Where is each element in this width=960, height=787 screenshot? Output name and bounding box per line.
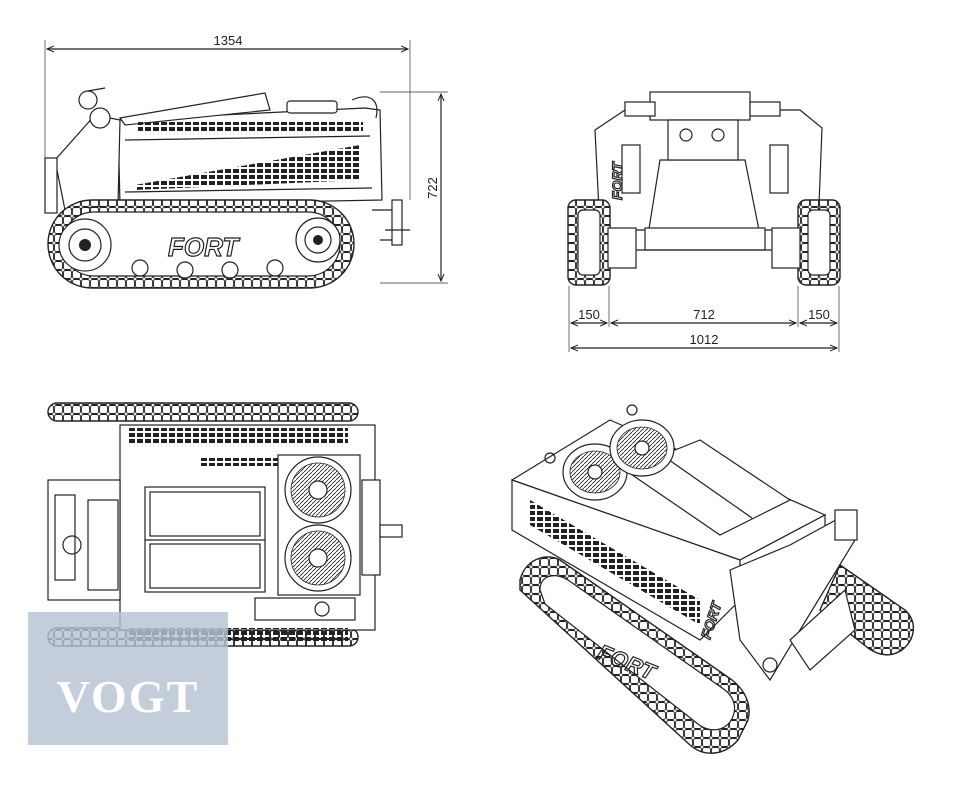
side-view: 1354 722 xyxy=(44,33,448,289)
dim-front-left: 150 xyxy=(578,307,600,322)
isometric-view: FORT FORT xyxy=(510,404,914,754)
front-logo: FORT xyxy=(609,161,625,200)
front-dimensions: 150 712 150 1012 xyxy=(568,286,840,352)
watermark-text: VOGT xyxy=(57,671,200,722)
top-view xyxy=(47,402,403,647)
iso-body: FORT xyxy=(510,404,858,682)
dim-side-length: 1354 xyxy=(214,33,243,48)
watermark-box xyxy=(28,612,228,745)
top-body xyxy=(47,424,403,642)
watermark: VOGT xyxy=(28,612,228,745)
dim-front-total: 1012 xyxy=(690,332,719,347)
iso-track-far xyxy=(819,563,914,656)
dimension-height: 722 xyxy=(380,91,448,284)
top-track-upper xyxy=(47,402,359,422)
dim-front-right: 150 xyxy=(808,307,830,322)
front-view: FORT 150 712 150 1012 xyxy=(567,91,841,352)
side-track: FORT xyxy=(47,199,355,289)
side-body xyxy=(44,87,410,246)
dimension-length: 1354 xyxy=(44,33,411,200)
dim-front-center: 712 xyxy=(693,307,715,322)
side-logo: FORT xyxy=(168,232,240,262)
front-tracks xyxy=(567,199,841,286)
front-body: FORT xyxy=(594,91,823,251)
dim-side-height: 722 xyxy=(425,177,440,199)
